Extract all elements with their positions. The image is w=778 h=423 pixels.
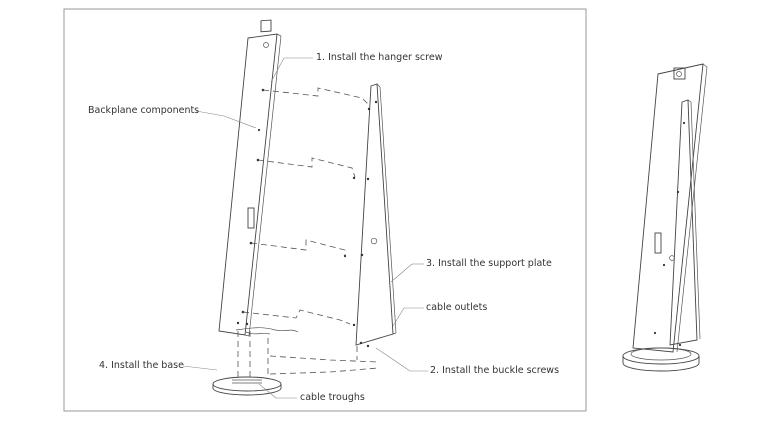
leader-lines	[182, 57, 428, 399]
label-cable-outlets: cable outlets	[426, 302, 488, 313]
label-backplane: Backplane components	[88, 105, 200, 116]
assembly-guides	[235, 87, 379, 380]
diagram-frame	[63, 8, 587, 412]
label-step1: 1. Install the hanger screw	[316, 52, 443, 63]
assembled-view	[622, 63, 708, 372]
label-cable-troughs: cable troughs	[300, 392, 365, 403]
label-step3: 3. Install the support plate	[426, 258, 552, 269]
label-step2: 2. Install the buckle screws	[430, 365, 560, 376]
backplane-panel	[218, 19, 282, 337]
base-plate	[212, 376, 282, 396]
label-step4: 4. Install the base	[99, 360, 184, 371]
support-plate	[343, 83, 397, 348]
